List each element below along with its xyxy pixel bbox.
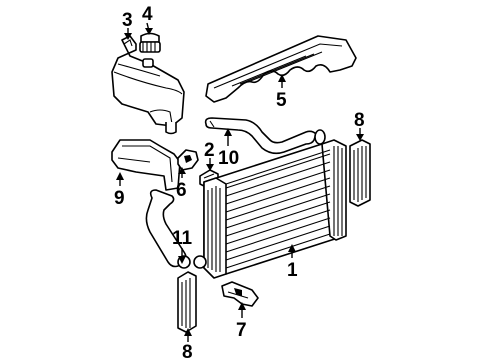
callout-upper-bracket: 6 xyxy=(176,180,187,201)
engine-cover xyxy=(205,35,357,103)
callout-side-seal-right: 8 xyxy=(354,110,365,131)
upper-hose xyxy=(204,117,326,155)
coolant-reservoir xyxy=(111,35,185,135)
side-seal-right xyxy=(349,139,371,207)
lower-bracket xyxy=(221,281,259,307)
callout-air-baffle: 9 xyxy=(114,188,125,209)
radiator xyxy=(193,139,347,279)
callout-lower-bracket: 7 xyxy=(236,320,247,341)
callout-radiator: 1 xyxy=(287,260,298,281)
side-seal-left xyxy=(177,271,197,333)
callout-side-seal-left: 8 xyxy=(182,342,193,360)
callout-engine-cover: 5 xyxy=(276,90,287,111)
upper-bracket xyxy=(177,149,199,171)
callout-reservoir-cap: 4 xyxy=(142,4,153,25)
leader-lines xyxy=(116,22,364,342)
callout-reservoir: 3 xyxy=(122,10,133,31)
callout-lower-hose: 11 xyxy=(172,228,193,249)
callout-upper-hose: 10 xyxy=(218,148,239,169)
reservoir-cap xyxy=(139,32,161,53)
air-baffle xyxy=(111,139,181,191)
callout-drain-cock: 2 xyxy=(204,140,215,161)
